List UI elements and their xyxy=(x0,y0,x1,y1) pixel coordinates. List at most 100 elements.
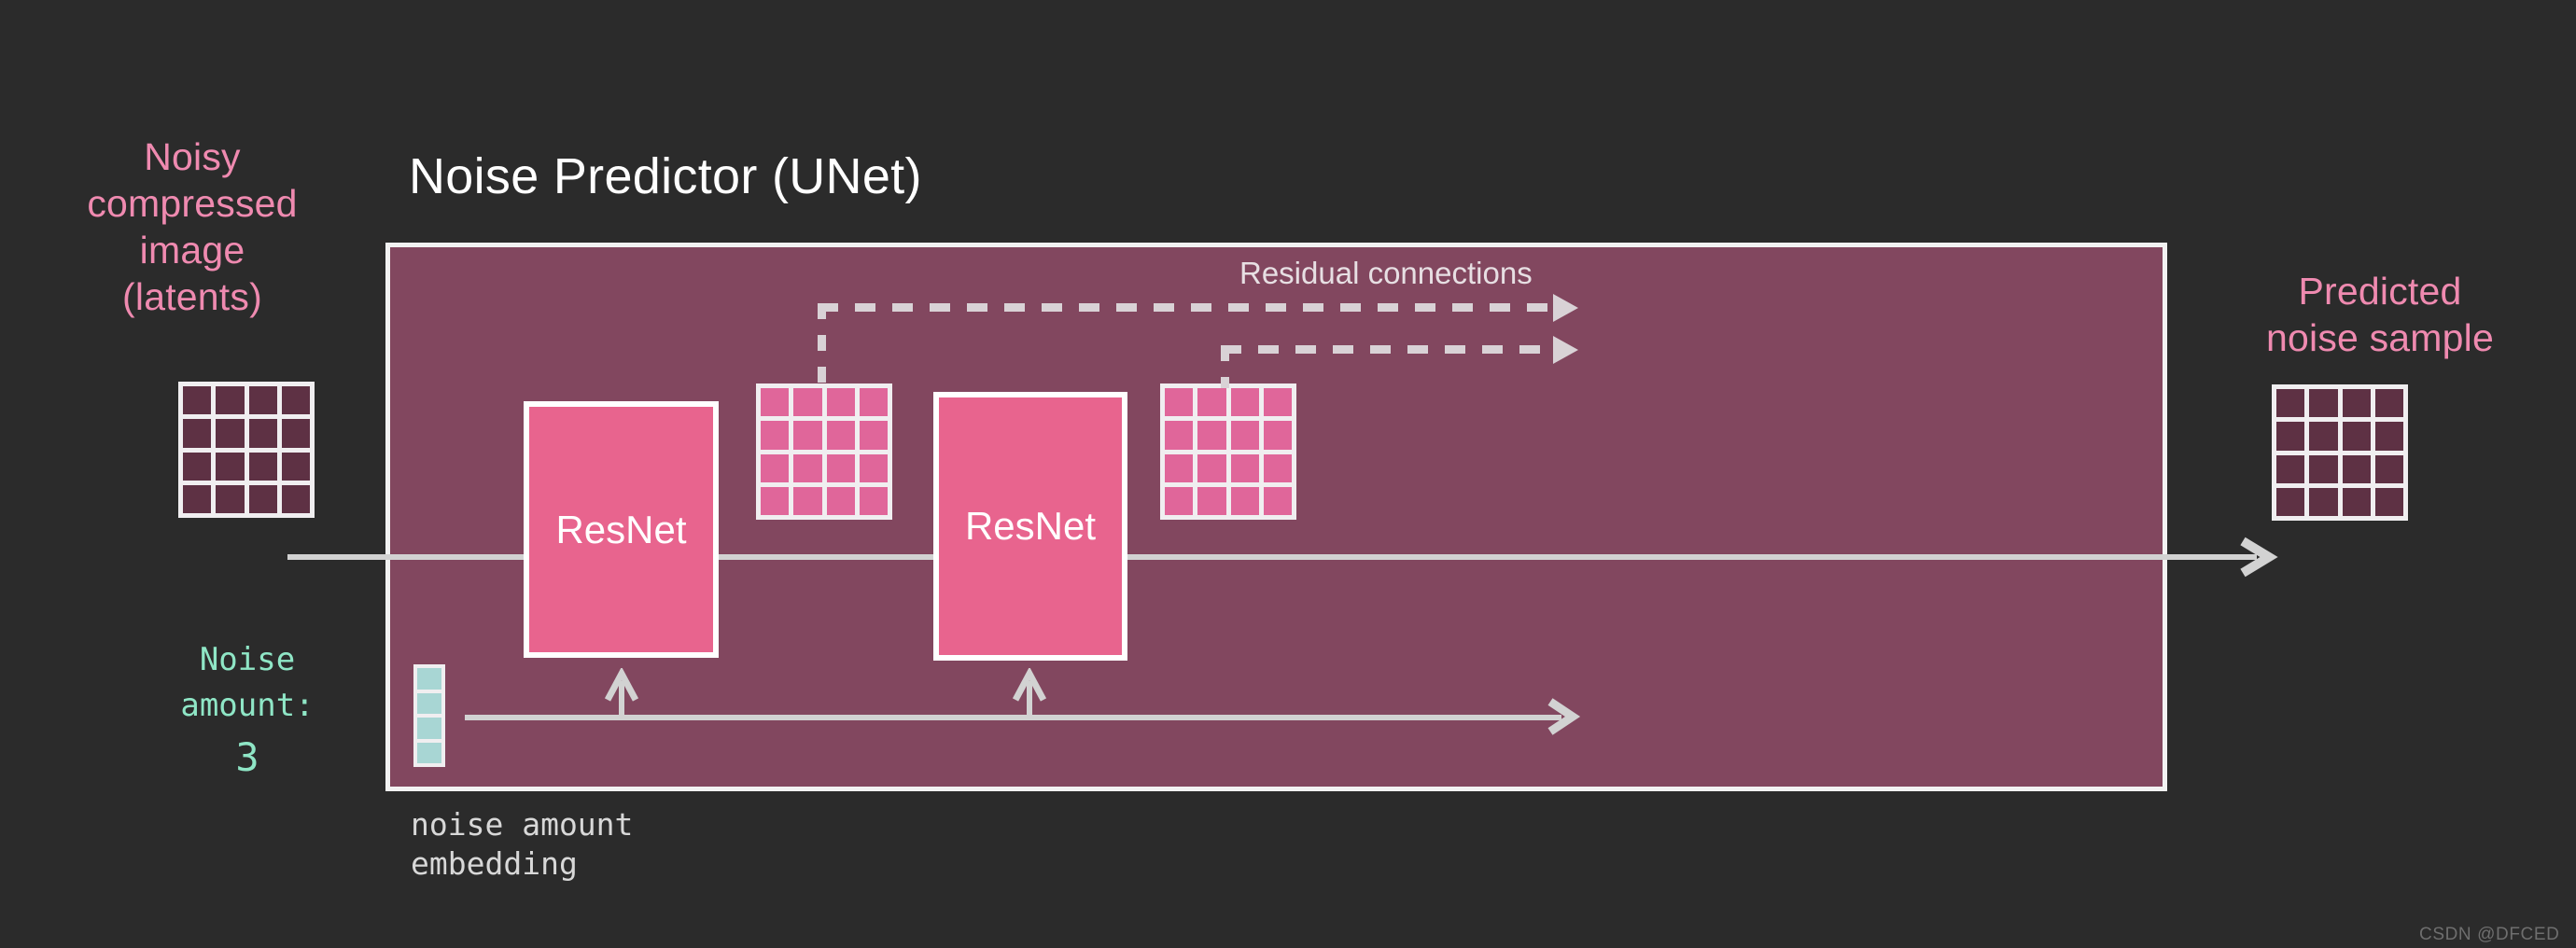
grid-cell xyxy=(2309,389,2338,418)
predicted-output-grid xyxy=(2272,384,2408,521)
residual-2-vertical-segment xyxy=(1221,345,1229,388)
embedding-cell xyxy=(417,668,441,690)
noise-amount-label-line-2: amount: xyxy=(180,687,315,725)
grid-cell xyxy=(826,388,855,417)
grid-cell xyxy=(1263,421,1292,450)
grid-cell xyxy=(826,421,855,450)
grid-cell xyxy=(859,453,888,482)
resnet-block-2: ResNet xyxy=(933,392,1127,661)
latent-input-grid xyxy=(178,382,315,518)
watermark: CSDN @DFCED xyxy=(2419,925,2560,944)
grid-cell xyxy=(1230,421,1259,450)
grid-cell xyxy=(859,486,888,515)
grid-cell xyxy=(2342,389,2371,418)
embedding-bus-line xyxy=(465,715,1561,720)
grid-cell xyxy=(2374,454,2403,483)
embedding-to-resnet-2-line xyxy=(1027,681,1032,718)
grid-cell xyxy=(2374,422,2403,451)
grid-cell xyxy=(1197,486,1226,515)
noise-amount-label: Noise amount: 3 xyxy=(121,637,373,786)
grid-cell xyxy=(281,452,310,481)
grid-cell xyxy=(183,484,212,513)
grid-cell xyxy=(761,453,790,482)
grid-cell xyxy=(793,421,822,450)
grid-cell xyxy=(826,486,855,515)
grid-cell xyxy=(216,484,245,513)
grid-cell xyxy=(1230,486,1259,515)
grid-cell xyxy=(183,452,212,481)
grid-cell xyxy=(2374,389,2403,418)
embedding-caption-line-1: noise amount xyxy=(411,806,634,843)
grid-cell xyxy=(2276,454,2305,483)
grid-cell xyxy=(1165,388,1194,417)
grid-cell xyxy=(2276,389,2305,418)
grid-cell xyxy=(859,421,888,450)
grid-cell xyxy=(216,452,245,481)
grid-cell xyxy=(1197,388,1226,417)
residual-connections-label: Residual connections xyxy=(1239,256,1533,290)
noise-amount-value: 3 xyxy=(235,733,259,780)
residual-1-arrowhead-icon xyxy=(1553,294,1578,322)
grid-cell xyxy=(281,386,310,415)
embedding-caption-line-2: embedding xyxy=(411,845,578,883)
residual-1-horizontal-segment xyxy=(818,303,1564,312)
input-label: Noisy compressed image (latents) xyxy=(52,133,332,320)
embedding-cell xyxy=(417,692,441,714)
input-label-line-1: Noisy xyxy=(144,135,241,178)
grid-cell xyxy=(793,453,822,482)
grid-cell xyxy=(1263,388,1292,417)
grid-cell xyxy=(1197,421,1226,450)
grid-cell xyxy=(761,421,790,450)
grid-cell xyxy=(1165,486,1194,515)
embedding-cell xyxy=(417,718,441,739)
grid-cell xyxy=(1197,453,1226,482)
embedding-to-resnet-1-line xyxy=(619,681,624,718)
grid-cell xyxy=(183,419,212,448)
embedding-caption: noise amount embedding xyxy=(411,805,803,884)
grid-cell xyxy=(1230,453,1259,482)
grid-cell xyxy=(2276,487,2305,516)
grid-cell xyxy=(1165,453,1194,482)
grid-cell xyxy=(2342,454,2371,483)
residual-1-vertical-segment xyxy=(818,303,826,387)
grid-cell xyxy=(2309,487,2338,516)
resnet-block-1: ResNet xyxy=(524,401,719,658)
embedding-cell xyxy=(417,742,441,763)
input-label-line-2: compressed xyxy=(87,182,298,226)
input-label-line-3: image xyxy=(139,229,245,272)
input-label-line-4: (latents) xyxy=(122,275,262,319)
embedding-to-resnet-2-arrowhead-icon xyxy=(1010,666,1049,705)
resnet-block-1-label: ResNet xyxy=(555,507,687,551)
grid-cell xyxy=(793,388,822,417)
feature-grid-1 xyxy=(756,383,892,520)
grid-cell xyxy=(761,388,790,417)
grid-cell xyxy=(1263,486,1292,515)
grid-cell xyxy=(281,419,310,448)
page-title: Noise Predictor (UNet) xyxy=(409,148,922,204)
grid-cell xyxy=(248,386,277,415)
grid-cell xyxy=(2309,454,2338,483)
noise-amount-label-line-1: Noise xyxy=(199,641,296,678)
grid-cell xyxy=(859,388,888,417)
grid-cell xyxy=(2276,422,2305,451)
residual-2-horizontal-segment xyxy=(1221,345,1564,354)
feature-grid-2 xyxy=(1160,383,1296,520)
output-label-line-1: Predicted xyxy=(2298,270,2462,313)
residual-2-arrowhead-icon xyxy=(1553,336,1578,364)
grid-cell xyxy=(793,486,822,515)
grid-cell xyxy=(1230,388,1259,417)
grid-cell xyxy=(248,484,277,513)
grid-cell xyxy=(216,386,245,415)
grid-cell xyxy=(248,452,277,481)
grid-cell xyxy=(281,484,310,513)
resnet-block-2-label: ResNet xyxy=(964,504,1097,548)
noise-amount-embedding-strip xyxy=(413,664,445,767)
grid-cell xyxy=(2374,487,2403,516)
embedding-bus-arrowhead-icon xyxy=(1545,695,1584,738)
grid-cell xyxy=(216,419,245,448)
grid-cell xyxy=(1263,453,1292,482)
embedding-to-resnet-1-arrowhead-icon xyxy=(602,666,641,705)
output-label-line-2: noise sample xyxy=(2266,316,2494,360)
output-label: Predicted noise sample xyxy=(2221,268,2539,361)
